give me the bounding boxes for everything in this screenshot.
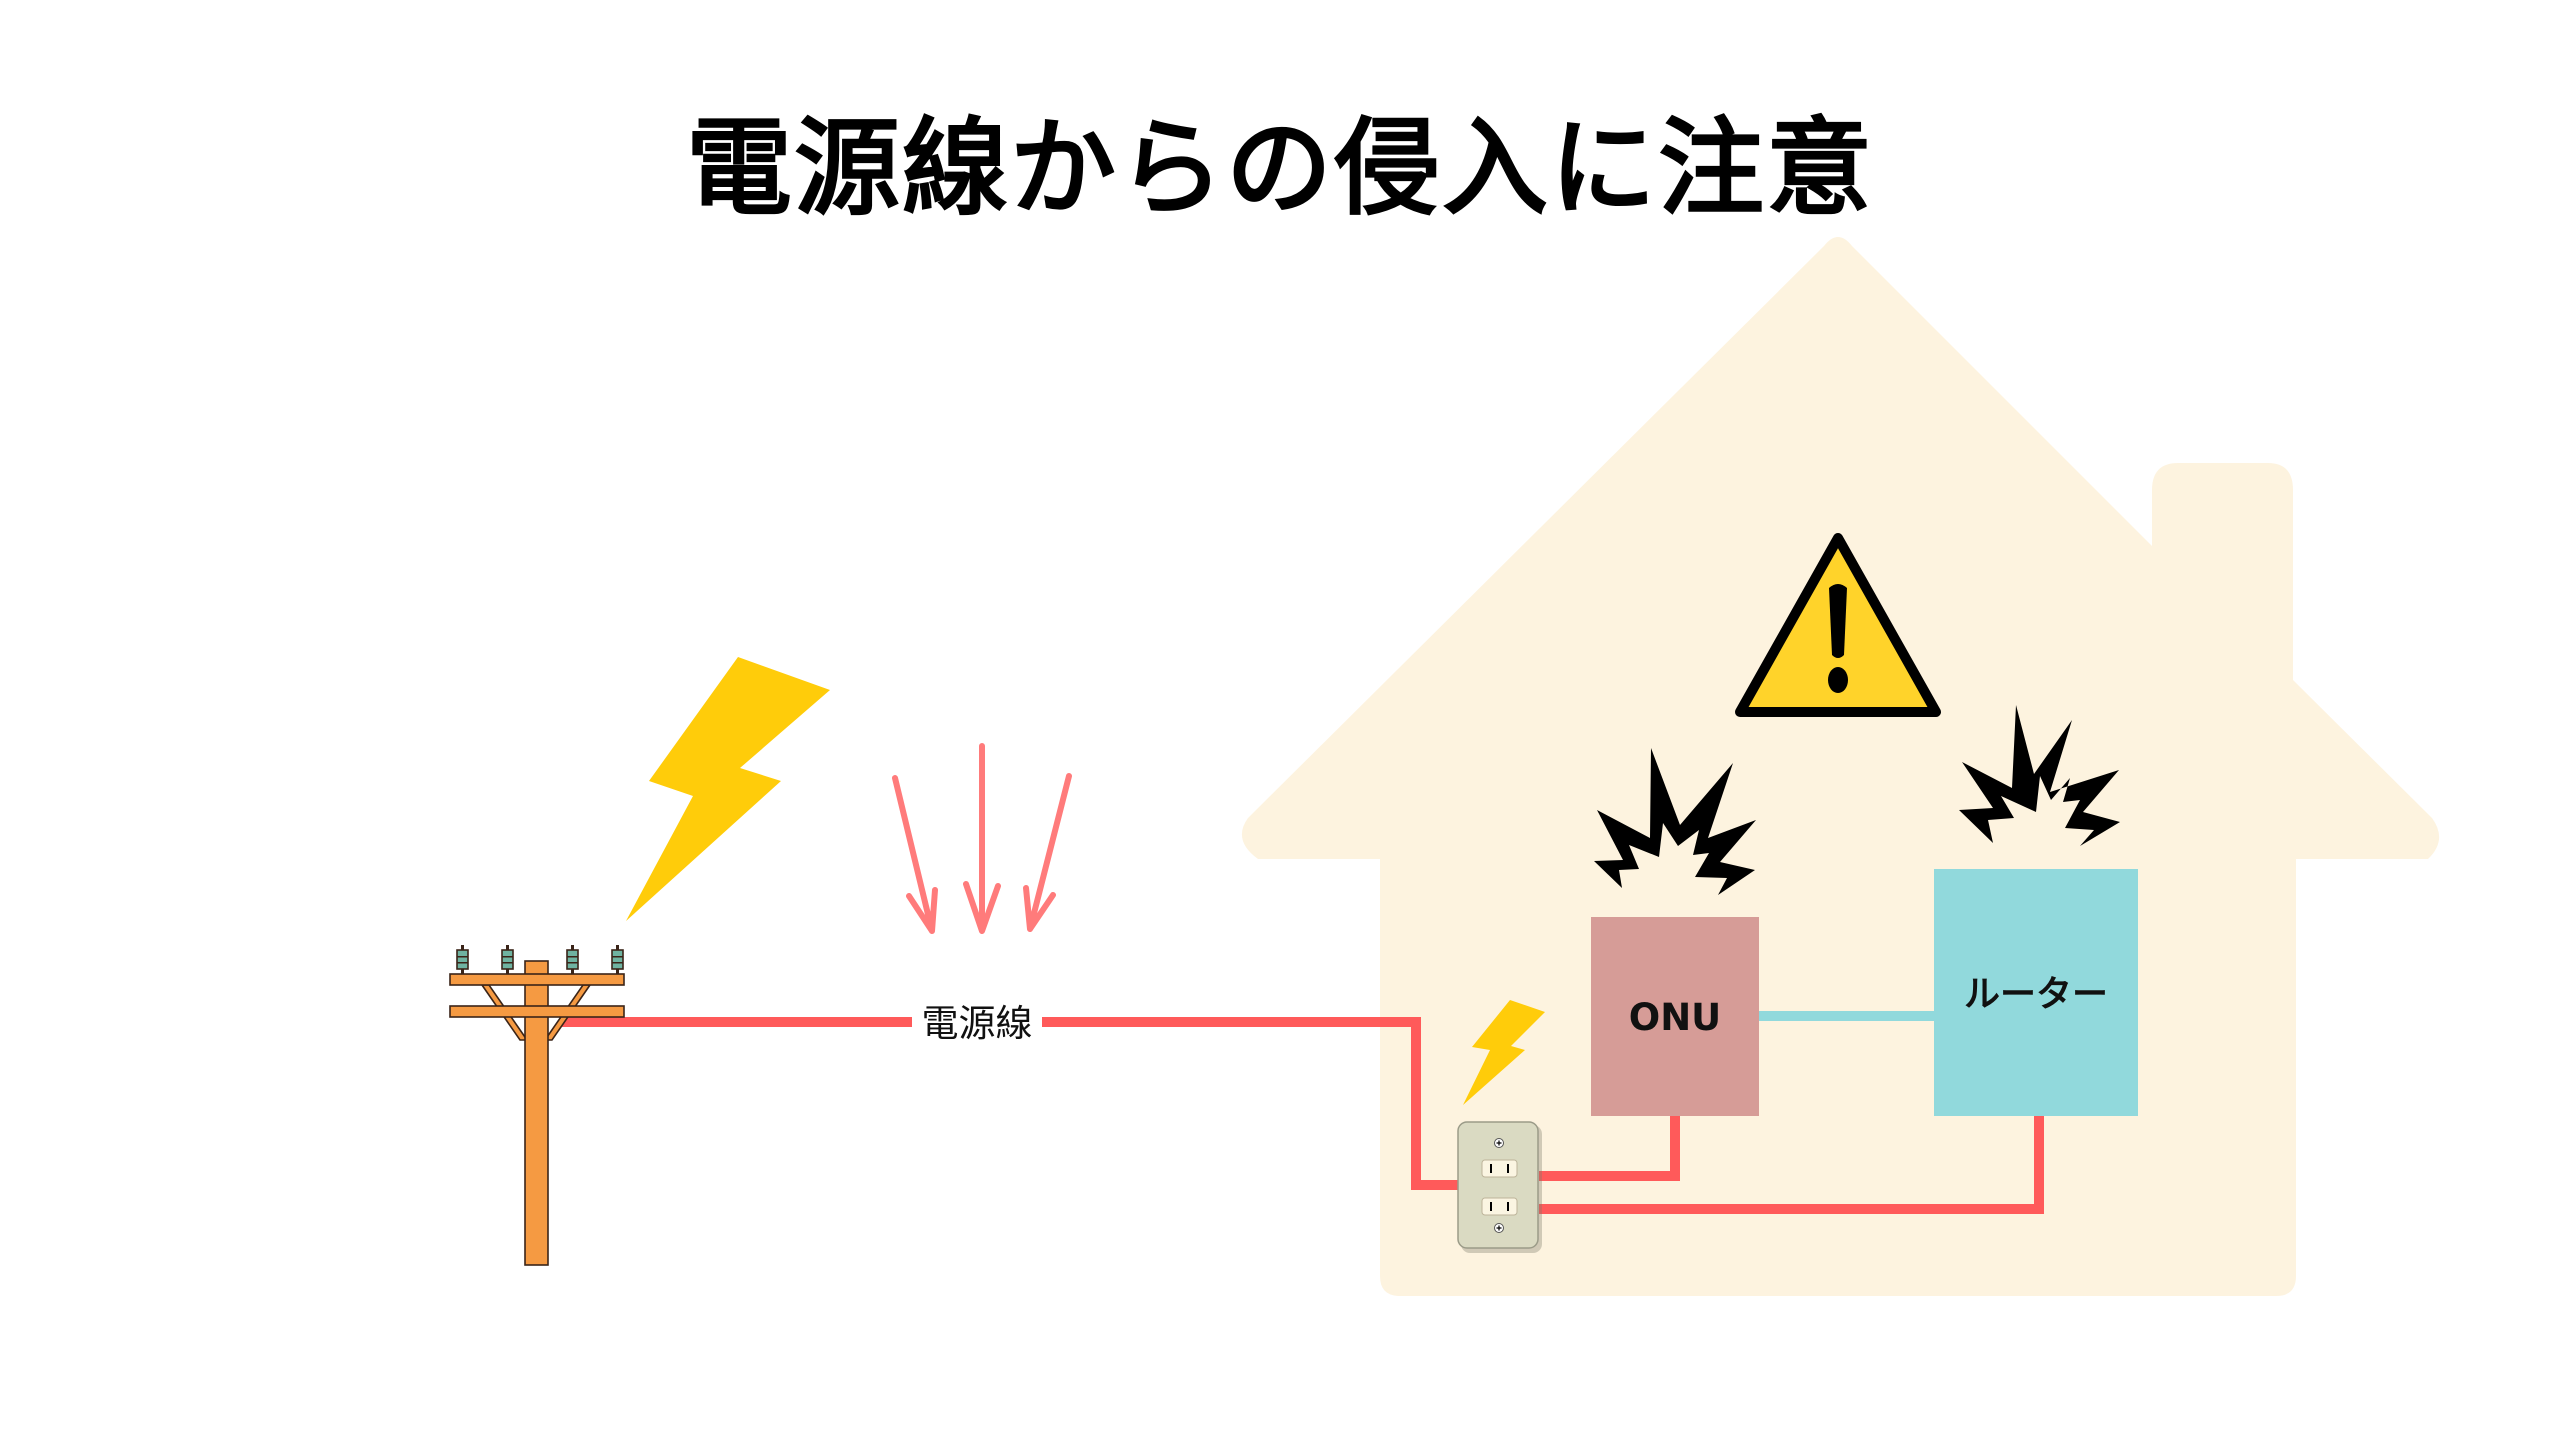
onu-device: ONU <box>1591 917 1759 1116</box>
lightning-bolt-icon <box>626 657 830 921</box>
power-line-label: 電源線 <box>922 1002 1033 1045</box>
wall-outlet-icon <box>1457 1121 1542 1253</box>
router-device: ルーター <box>1934 869 2138 1116</box>
warning-triangle-icon <box>1735 533 1941 717</box>
down-arrow-icon <box>963 743 1001 934</box>
house-icon <box>1241 237 2440 1296</box>
explosion-burst-icon <box>1959 705 2120 846</box>
house-roof <box>1241 237 2440 1296</box>
lightning-bolt-icon <box>1463 1000 1545 1105</box>
down-arrow-icon <box>892 775 938 934</box>
page-title: 電源線からの侵入に注意 <box>686 107 1874 230</box>
onu-label: ONU <box>1629 996 1721 1039</box>
router-label: ルーター <box>1964 974 2108 1015</box>
down-arrow-icon <box>1023 773 1072 932</box>
explosion-burst-icon <box>1594 748 1756 895</box>
power-wire <box>560 1017 2044 1214</box>
lan-cable <box>1759 1011 1935 1021</box>
utility-pole-icon <box>449 945 625 1266</box>
